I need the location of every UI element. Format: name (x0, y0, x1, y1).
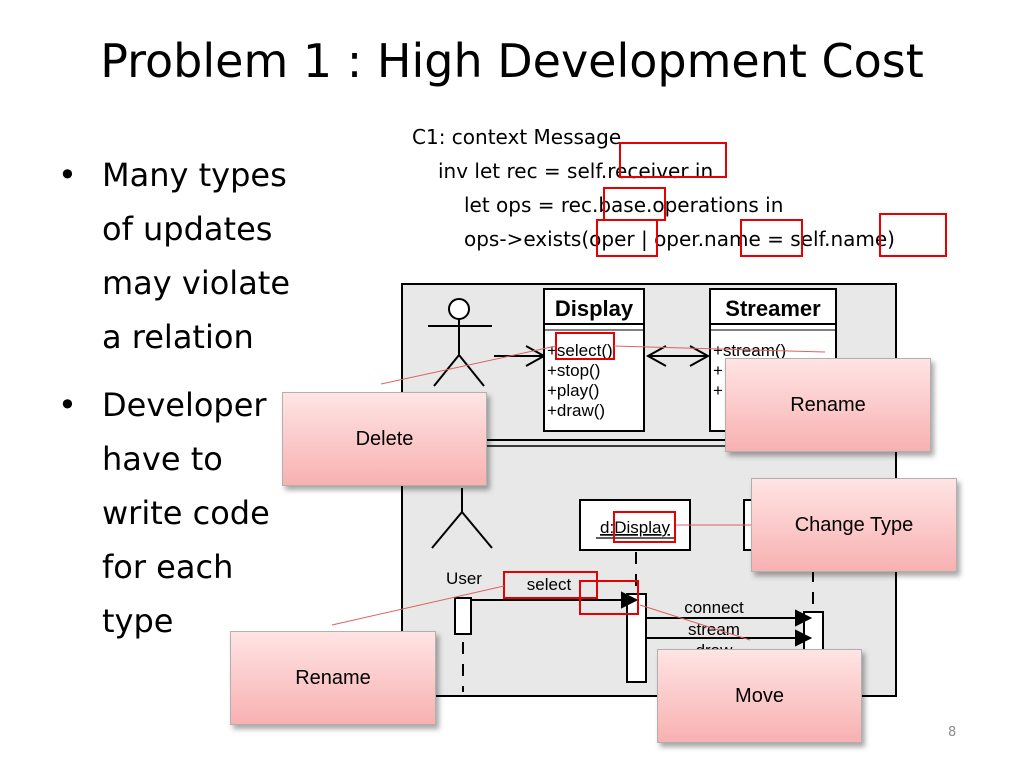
activation-bar-display (626, 593, 647, 683)
message-connect: connect (684, 598, 744, 617)
sequence-actor-icon (431, 488, 493, 549)
highlight-display-type (613, 511, 676, 543)
ocl-line-exists: ops->exists(oper | oper.name = self.name… (464, 227, 895, 251)
highlight-receiver (619, 142, 727, 178)
highlight-name-2 (879, 213, 947, 257)
ocl-highlights (596, 142, 947, 257)
highlight-message-arrow (579, 580, 639, 615)
bullet-text-developer: Developer have to write code for each ty… (102, 386, 270, 640)
highlight-oper (596, 219, 658, 257)
streamer-op-partial: + (713, 381, 723, 400)
slide-title: Problem 1 : High Development Cost (100, 34, 924, 88)
streamer-op-partial: + (713, 361, 723, 380)
sequence-actor-label: User (446, 569, 482, 588)
streamer-class-name: Streamer (725, 296, 821, 321)
sequence-messages (471, 591, 813, 647)
highlight-name-1 (740, 219, 803, 257)
bullet-item: Developer have to write code for each ty… (58, 378, 348, 648)
streamer-op-stream: +stream() (713, 341, 786, 360)
actor-icon (428, 298, 492, 387)
bullet-item: Many types of updates may violate a rela… (58, 148, 348, 364)
callout-move: Move (657, 649, 862, 743)
ocl-line-context: C1: context Message (412, 125, 622, 149)
display-op-play: +play() (547, 381, 599, 400)
message-select: select (527, 575, 572, 594)
bullet-text-updates: Many types of updates may violate a rela… (102, 156, 291, 356)
callout-rename-top: Rename (725, 358, 931, 452)
ocl-line-let-ops: let ops = rec.base.operations in (464, 193, 784, 217)
callout-rename-bottom: Rename (230, 631, 436, 725)
ocl-line-inv: inv let rec = self.receiver in (438, 159, 714, 183)
bidirectional-arrow (645, 345, 711, 367)
display-op-draw: +draw() (547, 401, 605, 420)
display-op-stop: +stop() (547, 361, 600, 380)
lifeline-label: d:Display (600, 518, 670, 537)
highlight-base (603, 187, 666, 221)
activation-bar-user (454, 597, 472, 635)
callout-connectors (331, 345, 826, 641)
page-number: 8 (948, 725, 957, 740)
bullet-list: Many types of updates may violate a rela… (58, 148, 348, 662)
callout-change-type: Change Type (751, 478, 957, 572)
display-class-name: Display (555, 296, 634, 321)
callout-delete: Delete (282, 392, 487, 486)
highlight-select-message (503, 571, 598, 599)
display-op-select: +select() (547, 341, 613, 360)
